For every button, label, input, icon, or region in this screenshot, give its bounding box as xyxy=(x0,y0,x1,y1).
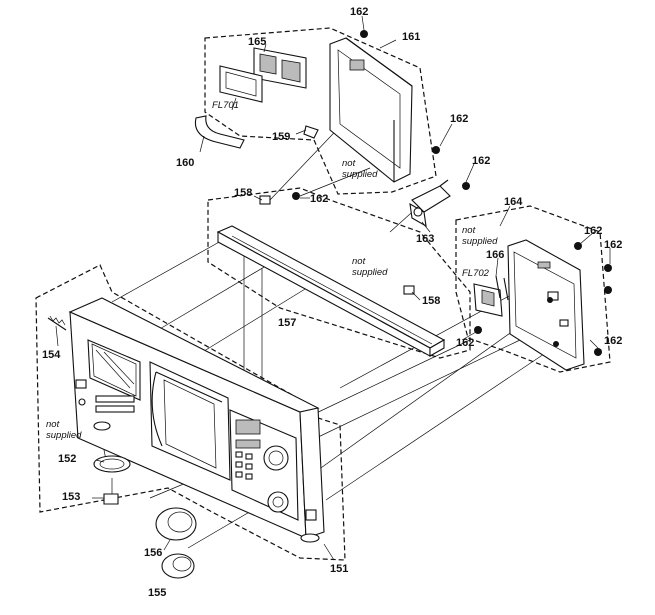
group-outline-upper-board xyxy=(204,27,437,195)
label-162-right-c: 162 xyxy=(604,335,622,347)
label-161: 161 xyxy=(402,31,420,43)
label-not-supplied-2a: not xyxy=(462,225,476,236)
label-not-supplied-4b: supplied xyxy=(46,430,82,441)
label-154: 154 xyxy=(42,349,61,361)
part-153 xyxy=(103,493,119,505)
label-165: 165 xyxy=(248,36,266,48)
label-not-supplied-4a: not xyxy=(46,419,60,430)
label-151: 151 xyxy=(330,563,348,575)
label-not-supplied-2b: supplied xyxy=(462,236,498,247)
label-not-supplied-1a: not xyxy=(342,158,356,169)
label-163: 163 xyxy=(416,233,434,245)
label-157: 157 xyxy=(278,317,296,329)
label-162-right-a: 162 xyxy=(584,225,602,237)
part-158-top xyxy=(259,195,271,205)
label-166: 166 xyxy=(486,249,504,261)
frame-bracket-157 xyxy=(216,195,446,357)
knob-155 xyxy=(161,553,195,579)
label-158-top: 158 xyxy=(234,187,252,199)
label-not-supplied-3a: not xyxy=(352,256,366,267)
group-outline-right-board xyxy=(455,205,611,373)
right-board-164 xyxy=(473,239,585,371)
label-not-supplied-1b: supplied xyxy=(342,169,378,180)
upper-board-161 xyxy=(194,37,413,183)
label-162-bracket: 162 xyxy=(310,193,328,205)
label-not-supplied-3b: supplied xyxy=(352,267,388,278)
group-outline-front-panel xyxy=(35,264,346,561)
label-159: 159 xyxy=(272,131,290,143)
label-153: 153 xyxy=(62,491,80,503)
label-162-mid-right: 162 xyxy=(472,155,490,167)
label-160: 160 xyxy=(176,157,194,169)
knob-156 xyxy=(155,507,197,541)
label-fl701: FL701 xyxy=(212,100,239,111)
label-leaders xyxy=(55,15,611,561)
label-162-upper-right: 162 xyxy=(450,113,468,125)
group-outline-frame-bracket xyxy=(207,187,471,359)
part-158-right xyxy=(403,285,415,295)
callout-labels: 162 165 161 FL701 162 159 160 162 not su… xyxy=(42,6,622,599)
ring-152 xyxy=(93,455,131,473)
label-158-right: 158 xyxy=(422,295,440,307)
spring-154 xyxy=(47,315,67,331)
label-152: 152 xyxy=(58,453,76,465)
label-fl702: FL702 xyxy=(462,268,490,279)
label-156: 156 xyxy=(144,547,162,559)
front-panel-151 xyxy=(68,297,325,543)
label-162-top: 162 xyxy=(350,6,368,18)
label-164: 164 xyxy=(504,196,523,208)
label-162-bracket-right: 162 xyxy=(456,337,474,349)
label-162-right-b: 162 xyxy=(604,239,622,251)
label-155: 155 xyxy=(148,587,166,599)
part-163 xyxy=(409,179,451,228)
